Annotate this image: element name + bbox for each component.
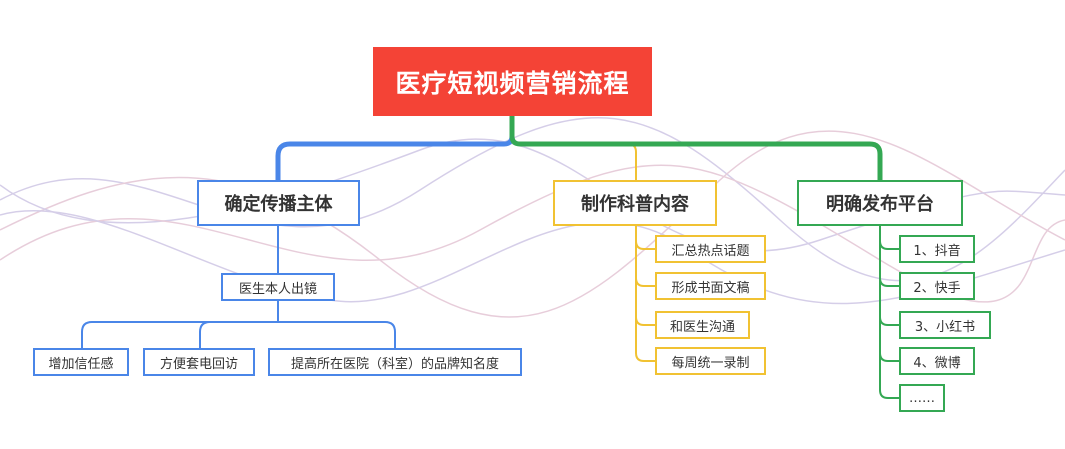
node-platform-weibo[interactable]: 4、微博: [899, 347, 975, 375]
connector-root-b1: [275, 113, 515, 183]
connector-b2-children: [635, 225, 656, 362]
connector-c1-g2: [199, 321, 211, 349]
node-weekly-recording[interactable]: 每周统一录制: [655, 347, 766, 375]
root-node[interactable]: 医疗短视频营销流程: [373, 47, 652, 116]
connector-c1-g3: [277, 321, 396, 349]
node-followup[interactable]: 方便套电回访: [143, 348, 255, 376]
branch-node-subject[interactable]: 确定传播主体: [197, 180, 360, 226]
branch-node-platform[interactable]: 明确发布平台: [797, 180, 963, 226]
connector-root-b2: [511, 129, 637, 181]
node-platform-more[interactable]: ……: [899, 384, 945, 412]
node-doctor-on-camera[interactable]: 医生本人出镜: [221, 273, 335, 301]
node-communicate-doctor[interactable]: 和医生沟通: [655, 311, 750, 339]
node-trust[interactable]: 增加信任感: [33, 348, 129, 376]
node-brand-awareness[interactable]: 提高所在医院（科室）的品牌知名度: [268, 348, 522, 376]
node-platform-xiaohongshu[interactable]: 3、小红书: [899, 311, 991, 339]
wave-line: [0, 130, 1065, 318]
node-hot-topics[interactable]: 汇总热点话题: [655, 235, 766, 263]
wave-line: [0, 164, 1065, 303]
node-platform-kuaishou[interactable]: 2、快手: [899, 272, 975, 300]
connector-root-b3: [509, 113, 883, 183]
node-platform-douyin[interactable]: 1、抖音: [899, 235, 975, 263]
node-written-draft[interactable]: 形成书面文稿: [655, 272, 766, 300]
connector-b3-children: [879, 225, 900, 399]
connector-c1-g1: [81, 300, 279, 349]
branch-connectors: [81, 113, 900, 399]
branch-node-content[interactable]: 制作科普内容: [553, 180, 717, 226]
wave-line: [0, 210, 1065, 305]
